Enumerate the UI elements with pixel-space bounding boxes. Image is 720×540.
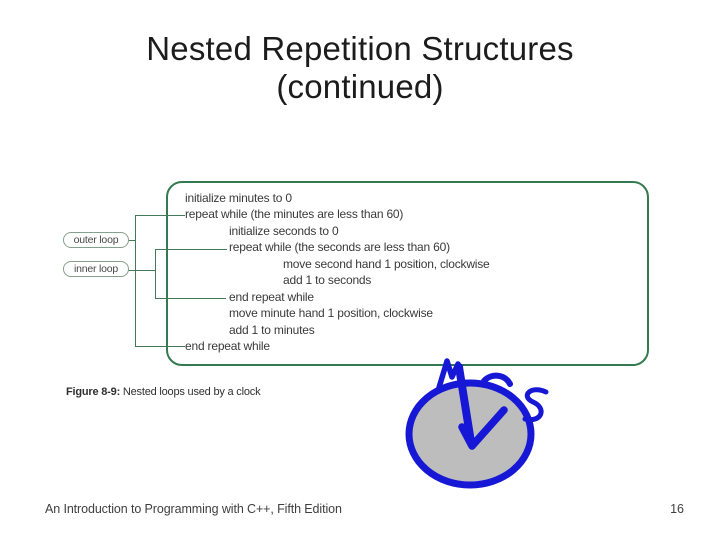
pseudocode-line: repeat while (the seconds are less than …	[229, 240, 450, 255]
pseudocode-line: add 1 to minutes	[229, 322, 315, 337]
figure-pseudocode-box	[166, 181, 649, 366]
pseudocode-line: repeat while (the minutes are less than …	[185, 207, 404, 222]
outer-loop-label: outer loop	[63, 232, 129, 248]
pseudocode-line: move minute hand 1 position, clockwise	[229, 306, 433, 321]
inner-loop-label: inner loop	[63, 261, 129, 277]
pseudocode-listing: initialize minutes to 0 repeat while (th…	[185, 190, 625, 355]
outer-loop-top-branch-line	[135, 215, 185, 216]
pseudocode-line: end repeat while	[229, 289, 314, 304]
slide-page-number: 16	[670, 502, 684, 516]
slide-title-line1: Nested Repetition Structures	[146, 30, 574, 67]
outer-loop-bracket-line	[135, 215, 136, 346]
letter-s-second-hand-label	[522, 387, 549, 423]
figure-caption-text: Nested loops used by a clock	[120, 386, 261, 398]
pseudocode-line: initialize minutes to 0	[185, 191, 292, 205]
outer-loop-label-connector-line	[128, 240, 136, 241]
letter-m-minute-hand-label	[435, 358, 461, 394]
figure-caption: Figure 8-9: Nested loops used by a clock	[66, 386, 261, 398]
minute-hand-stroke	[455, 363, 475, 446]
inner-loop-label-connector-line	[128, 270, 156, 271]
second-hand-stroke	[458, 406, 508, 450]
pseudocode-line: initialize seconds to 0	[229, 223, 339, 238]
inner-loop-top-branch-line	[155, 249, 227, 250]
clock-rim-bump	[481, 372, 513, 387]
inner-loop-label-text: inner loop	[73, 263, 119, 275]
slide-title: Nested Repetition Structures (continued)	[0, 30, 720, 106]
clock-doodle	[405, 358, 549, 489]
pseudocode-line: add 1 to seconds	[283, 273, 372, 288]
slide-title-line2: (continued)	[276, 68, 444, 105]
figure-caption-label: Figure 8-9:	[66, 386, 121, 398]
footer-book-title: An Introduction to Programming with C++,…	[45, 502, 342, 516]
pseudocode-line: end repeat while	[185, 339, 270, 354]
pseudocode-line: move second hand 1 position, clockwise	[283, 256, 490, 271]
outer-loop-bottom-branch-line	[135, 346, 185, 347]
outer-loop-label-text: outer loop	[73, 234, 119, 246]
inner-loop-bottom-branch-line	[155, 298, 226, 299]
inner-loop-bracket-line	[155, 249, 156, 298]
